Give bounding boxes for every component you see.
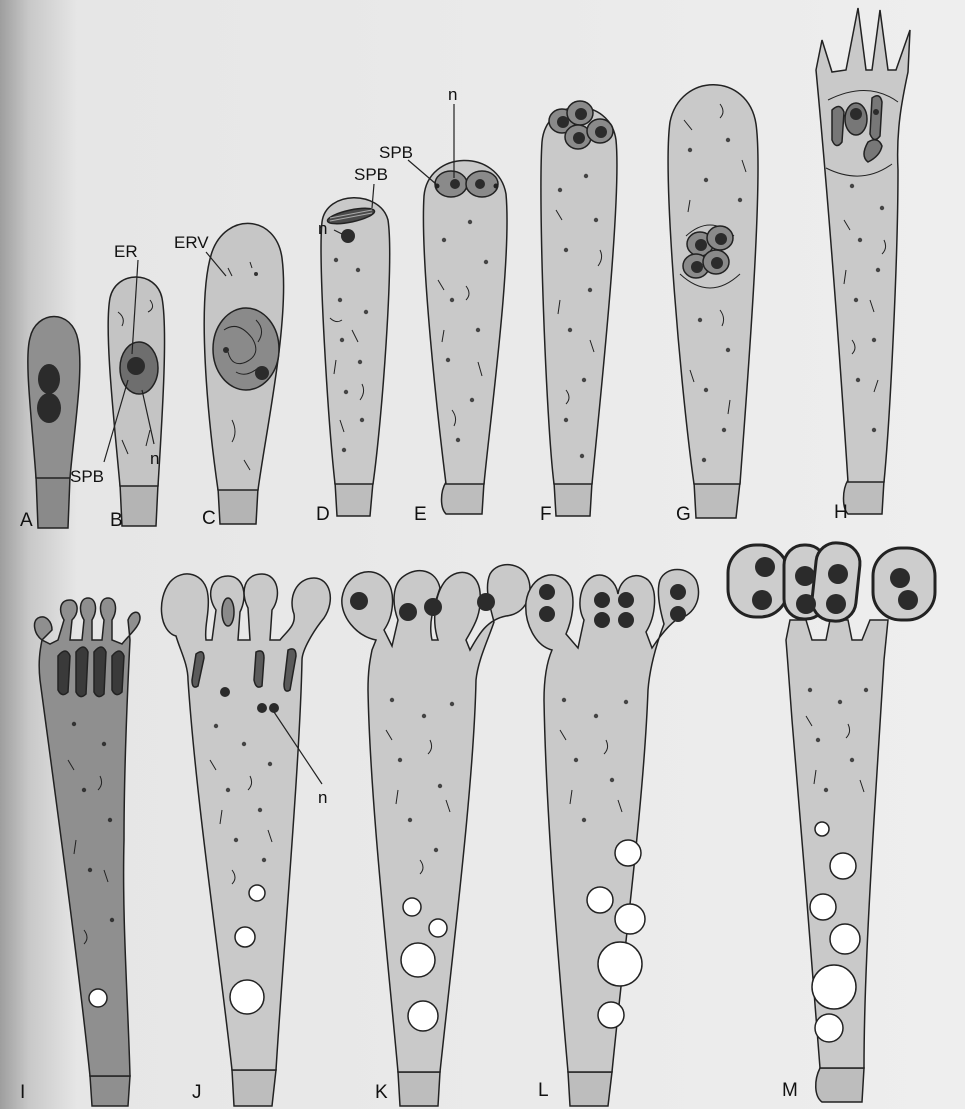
cell-k-spore-2-nucleus: [399, 603, 417, 621]
panel-letter-h: H: [834, 502, 848, 523]
cell-j-vacuole-3: [230, 980, 264, 1014]
cell-a-nucleus-lower: [37, 393, 61, 423]
cell-a-nucleus-upper: [38, 364, 60, 394]
cell-i-stalk: [90, 1076, 130, 1106]
cell-k-vacuole-4: [408, 1001, 438, 1031]
cell-m-vacuole-6: [815, 1014, 843, 1042]
cell-m-vacuole-5: [812, 965, 856, 1009]
cell-i-elongated-nucleus-2: [76, 647, 88, 697]
cell-d-stalk: [335, 482, 373, 516]
cell-l-vacuole-1: [615, 840, 641, 866]
cell-k-vacuole-3: [401, 943, 435, 977]
cell-m-vacuole-1: [815, 822, 829, 836]
cell-c-nucleolus: [255, 366, 269, 380]
panel-letter-l: L: [538, 1080, 549, 1101]
cell-m-vacuole-3: [810, 894, 836, 920]
panel-letter-d: D: [316, 504, 330, 525]
n-label-e: n: [448, 85, 457, 104]
cell-d-nucleus: [341, 229, 355, 243]
cell-c-stalk: [218, 488, 258, 524]
cell-j-elongated-nucleus-2: [254, 651, 264, 687]
cell-j-spore-1-nucleus: [222, 598, 234, 626]
panel-letter-j: J: [192, 1082, 202, 1103]
panel-letter-m: M: [782, 1080, 798, 1101]
cell-l-stalk: [568, 1072, 612, 1106]
cell-h-nucleus-3: [870, 96, 882, 140]
cell-j-stalk: [232, 1070, 276, 1106]
cell-m-vacuole-4: [830, 924, 860, 954]
cell-l-vacuole-3: [615, 904, 645, 934]
er-label: ER: [114, 242, 138, 261]
spb-label-b: SPB: [70, 467, 104, 486]
cell-h-nucleus-1: [832, 106, 844, 145]
cell-c-nucleus: [213, 308, 279, 390]
cell-k-stalk: [398, 1072, 440, 1106]
cell-i-elongated-nucleus-3: [94, 647, 106, 697]
cell-i-vacuole: [89, 989, 107, 1007]
cell-e-stalk: [442, 482, 485, 514]
cell-g-stalk: [694, 482, 740, 518]
panel-letter-b: B: [110, 510, 123, 531]
cell-a-stalk: [36, 476, 70, 528]
cell-k-vacuole-2: [429, 919, 447, 937]
panel-letter-c: C: [202, 508, 216, 529]
cell-l-vacuole-2: [587, 887, 613, 913]
cell-m-vacuole-2: [830, 853, 856, 879]
n-label-d: n: [318, 219, 327, 238]
cell-h-stalk: [844, 480, 885, 514]
spb-label-d: SPB: [354, 165, 388, 184]
cell-k-spore-1-nucleus: [350, 592, 368, 610]
cell-k-spore-3-nucleus: [424, 598, 442, 616]
cell-k-vacuole-1: [403, 898, 421, 916]
cell-j-vacuole-2: [235, 927, 255, 947]
cell-b-stalk: [120, 484, 158, 526]
n-label-j: n: [318, 788, 327, 807]
cell-i-elongated-nucleus-4: [112, 651, 124, 695]
panel-letter-g: G: [676, 504, 691, 525]
spb-label-e: SPB: [379, 143, 413, 162]
cell-b-nucleolus: [127, 357, 145, 375]
cell-f-stalk: [554, 482, 592, 516]
cell-l-vacuole-4: [598, 942, 642, 986]
n-label-b: n: [150, 449, 159, 468]
panel-letter-f: F: [540, 504, 552, 525]
cell-m-stalk: [816, 1068, 864, 1102]
cell-i-elongated-nucleus-1: [58, 651, 70, 695]
cell-j-vacuole-1: [249, 885, 265, 901]
panel-letter-e: E: [414, 504, 427, 525]
panel-letter-i: I: [20, 1082, 25, 1103]
cell-l-vacuole-5: [598, 1002, 624, 1028]
panel-letter-a: A: [20, 510, 33, 531]
cell-k-spore-4-nucleus: [477, 593, 495, 611]
erv-label: ERV: [174, 233, 209, 252]
panel-letter-k: K: [375, 1082, 388, 1103]
